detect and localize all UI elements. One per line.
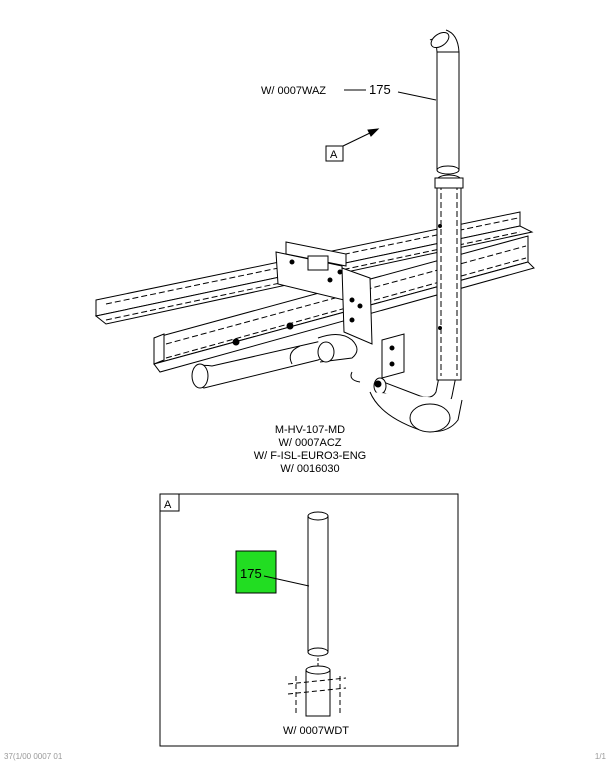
view-a-arrow <box>342 131 373 147</box>
muffler <box>191 334 358 389</box>
detail-condition-wdt: W/ 0007WDT <box>283 725 349 737</box>
detail-view-a-label: A <box>164 499 172 511</box>
exhaust-elbow <box>369 371 463 433</box>
detail-pipe-175 <box>307 511 329 657</box>
caption-line: W/ F-ISL-EURO3-ENG <box>253 450 367 462</box>
tailpipe-175 <box>429 29 460 175</box>
footer-right-text: 1/1 <box>594 752 606 761</box>
view-a-reference-label: A <box>330 149 338 161</box>
detail-lower-pipe <box>287 665 347 717</box>
caption-line: M-HV-107-MD <box>274 424 346 436</box>
arrow-head-icon <box>367 128 380 137</box>
footer-left-text: 37(1/00 0007 01 <box>4 752 63 761</box>
detail-part-175-label: 175 <box>240 566 262 581</box>
detail-leader-175 <box>263 575 310 587</box>
vertical-pipe-lower <box>434 174 464 381</box>
mounting-bracket <box>275 241 373 383</box>
part-175-highlight[interactable] <box>235 550 277 594</box>
view-a-reference-box <box>325 145 344 162</box>
callout-leader-175 <box>397 91 437 101</box>
caption-line: W/ 0007ACZ <box>278 437 342 449</box>
callout-condition-waz: W/ 0007WAZ <box>261 85 326 97</box>
caption-line: W/ 0016030 <box>280 463 340 475</box>
detail-view-a-label-box <box>159 493 180 512</box>
callout-part-175: 175 <box>369 82 391 97</box>
elbow-bracket <box>381 333 405 379</box>
main-view-caption: M-HV-107-MD W/ 0007ACZ W/ F-ISL-EURO3-EN… <box>190 424 430 476</box>
footer: 37(1/00 0007 01 1/1 <box>0 752 610 761</box>
